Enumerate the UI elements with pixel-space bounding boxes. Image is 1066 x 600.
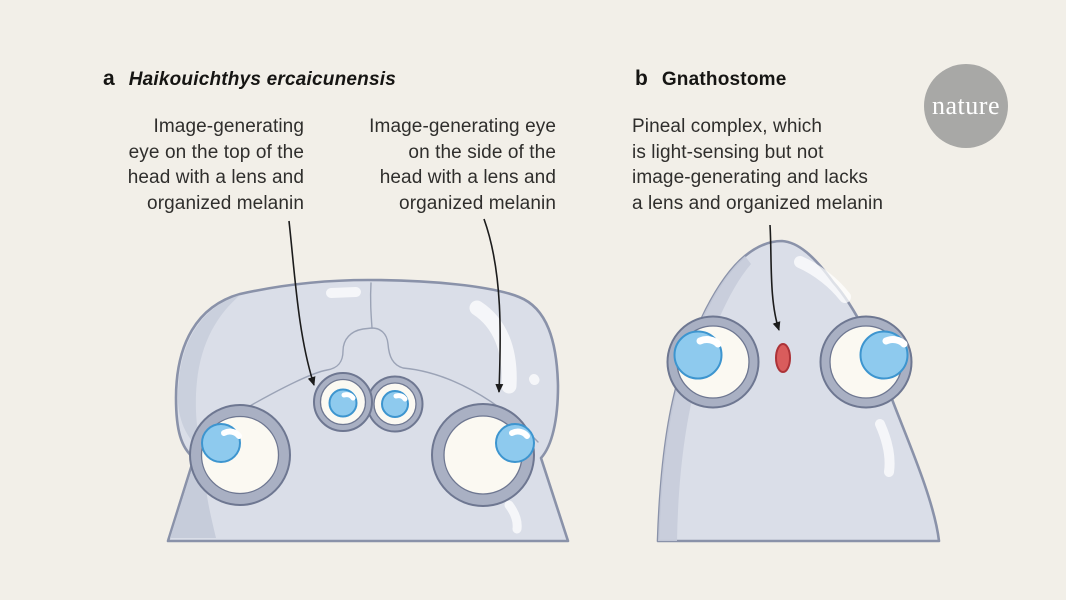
head-crease-line — [191, 327, 539, 443]
annotation-line: on the side of the — [408, 141, 556, 163]
lens — [495, 423, 535, 463]
annotation-line: organized melanin — [399, 192, 556, 214]
highlight — [875, 419, 895, 477]
lens — [328, 388, 358, 418]
annotation-line: eye on the top of the — [128, 141, 304, 163]
panel-a-species-name: Haikouichthys ercaicunensis — [128, 69, 396, 90]
annotation-line: head with a lens and — [379, 167, 556, 188]
annotation-top-eye: Image-generating eye on the top of the h… — [86, 114, 304, 216]
nature-logo-text: nature — [932, 91, 1000, 120]
body-shading — [658, 256, 751, 541]
lens — [201, 423, 242, 463]
highlight — [504, 500, 522, 534]
cap-shading — [178, 295, 240, 453]
annotation-line: Image-generating eye — [369, 116, 556, 137]
annotation-line: head with a lens and — [127, 167, 304, 188]
top-eye-left — [313, 372, 373, 432]
panel-a-title: a Haikouichthys ercaicunensis — [103, 67, 396, 91]
panel-b-letter: b — [635, 67, 648, 90]
nature-logo: nature — [924, 64, 1008, 148]
lens — [673, 330, 723, 380]
annotation-side-eye: Image-generating eye on the side of the … — [336, 114, 556, 216]
annotation-line: is light-sensing but not — [632, 141, 824, 163]
highlight — [794, 256, 851, 303]
annotation-line: Image-generating — [153, 116, 304, 137]
panel-b-name: Gnathostome — [661, 69, 787, 90]
annotation-pineal: Pineal complex, which is light-sensing b… — [632, 114, 937, 216]
lens — [381, 390, 409, 418]
annotation-arrow-side-eye — [483, 218, 504, 393]
haikouichthys-figure — [166, 218, 570, 543]
panel-b-title: b Gnathostome — [635, 67, 786, 91]
gnathostome-figure — [656, 224, 941, 543]
lens — [859, 330, 909, 380]
annotation-arrow-pineal — [769, 224, 781, 331]
annotation-line: organized melanin — [147, 192, 304, 214]
annotation-line: image-generating and lacks — [632, 167, 869, 188]
highlight — [326, 287, 361, 298]
side-eye-right — [431, 403, 535, 507]
top-eye-right — [366, 375, 424, 433]
head-midline — [369, 282, 373, 329]
highlight — [529, 374, 540, 385]
panel-a-letter: a — [103, 67, 115, 90]
side-eye-left — [189, 404, 291, 506]
annotation-arrow-top-eye — [288, 220, 316, 386]
highlight — [469, 300, 517, 394]
eye-left — [666, 315, 760, 409]
annotation-line: a lens and organized melanin — [632, 192, 884, 214]
annotation-line: Pineal complex, which — [632, 116, 823, 137]
pineal-complex — [775, 343, 791, 373]
eye-right — [819, 315, 913, 409]
